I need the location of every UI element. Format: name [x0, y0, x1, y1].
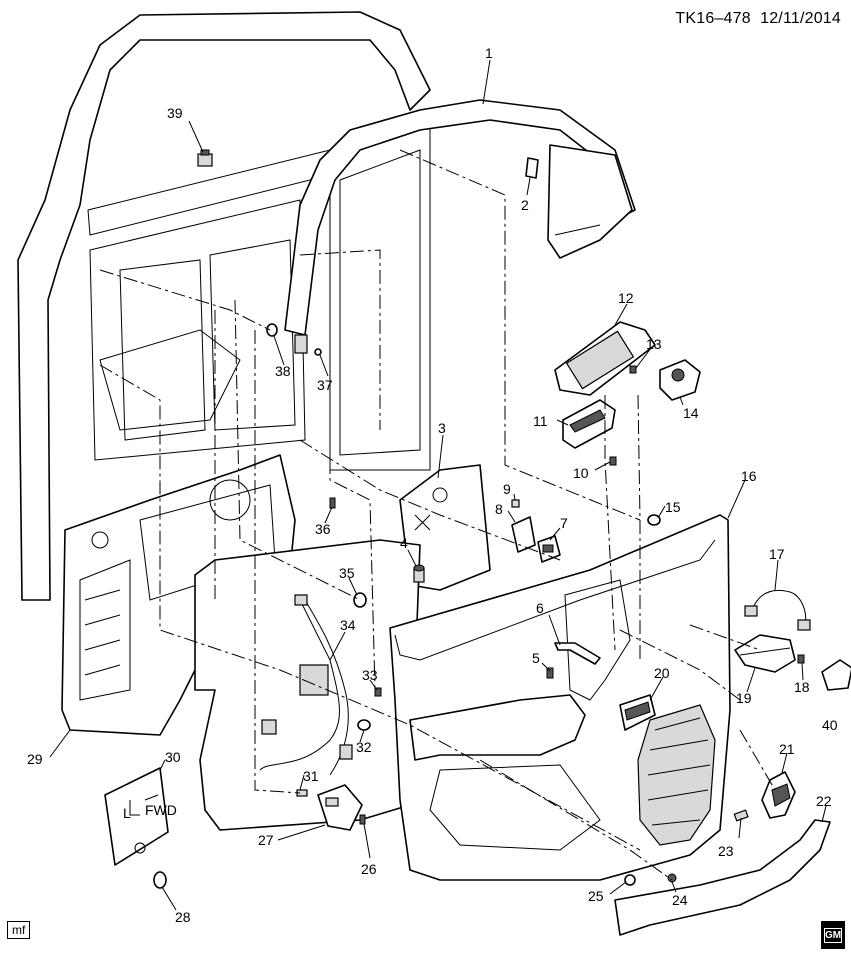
callout-2: 2 — [521, 197, 529, 213]
callout-9: 9 — [503, 481, 511, 497]
part-32-nut — [357, 719, 371, 731]
part-2-clip — [525, 157, 539, 179]
part-40-cover — [821, 659, 851, 691]
artist-tag: mf — [7, 921, 31, 939]
part-35-pin — [353, 592, 367, 608]
part-4-clip — [413, 564, 425, 583]
leader-lines — [49, 59, 827, 911]
part-1-upper-garnish — [284, 99, 636, 354]
callout-33: 33 — [362, 667, 378, 683]
callout-4: 4 — [400, 535, 408, 551]
part-10-clip — [609, 456, 617, 466]
callout-14: 14 — [683, 405, 699, 421]
callout-10: 10 — [573, 465, 589, 481]
part-25-fastener — [624, 874, 636, 886]
part-33-screw — [374, 687, 382, 697]
diagram-date: 12/11/2014 — [760, 10, 841, 27]
part-22-sill-trim — [614, 819, 831, 936]
callout-3: 3 — [438, 420, 446, 436]
callout-labels: 1 2 3 4 5 6 7 8 9 10 11 12 13 14 15 16 1… — [27, 45, 838, 925]
part-9-clip — [511, 499, 520, 508]
callout-21: 21 — [779, 741, 795, 757]
part-12-switch-bezel — [554, 321, 656, 396]
callout-17: 17 — [769, 546, 785, 562]
diagram-id-header: TK16–478 12/11/2014 — [675, 10, 841, 28]
callout-38: 38 — [275, 363, 291, 379]
part-34-wiring-harness — [259, 594, 353, 776]
callout-5: 5 — [532, 650, 540, 666]
callout-39: 39 — [167, 105, 183, 121]
diagram-id: TK16–478 — [675, 10, 751, 27]
callout-40: 40 — [822, 717, 838, 733]
assembly-lines — [99, 149, 776, 881]
part-5-screw — [546, 667, 554, 679]
part-13-screw — [629, 365, 637, 374]
part-14-mirror-switch — [659, 359, 701, 401]
callout-35: 35 — [339, 565, 355, 581]
callout-34: 34 — [340, 617, 356, 633]
part-28-screw — [153, 871, 167, 889]
callout-27: 27 — [258, 832, 274, 848]
callout-26: 26 — [361, 861, 377, 877]
gm-logo: GM — [821, 921, 845, 949]
part-8-bracket — [511, 516, 536, 553]
module-label-l: L — [123, 805, 131, 821]
gm-logo-mark: GM — [824, 927, 842, 943]
part-27-bracket — [317, 784, 363, 831]
callout-31: 31 — [303, 768, 319, 784]
callout-6: 6 — [536, 600, 544, 616]
callout-28: 28 — [175, 909, 191, 925]
part-19-inside-handle — [734, 634, 796, 673]
callout-16: 16 — [741, 468, 757, 484]
module-label-fwd: FWD — [145, 802, 177, 818]
callout-24: 24 — [672, 892, 688, 908]
callout-1: 1 — [485, 45, 493, 61]
part-17-harness — [744, 589, 811, 631]
callout-11: 11 — [533, 413, 548, 429]
part-30-control-module: L FWD — [104, 767, 177, 866]
callout-30: 30 — [165, 749, 181, 765]
part-15-nut — [647, 514, 661, 526]
callout-8: 8 — [495, 501, 503, 517]
callout-12: 12 — [618, 290, 634, 306]
callout-20: 20 — [654, 665, 670, 681]
callout-29: 29 — [27, 751, 43, 767]
callout-25: 25 — [588, 888, 604, 904]
callout-19: 19 — [736, 690, 752, 706]
part-16-door-trim-panel — [389, 514, 731, 881]
callout-36: 36 — [315, 521, 331, 537]
part-36-clip — [329, 497, 336, 509]
callout-37: 37 — [317, 377, 333, 393]
callout-7: 7 — [560, 515, 568, 531]
part-38-pin — [266, 323, 278, 337]
part-7-bracket — [537, 535, 561, 563]
part-6-pull-bezel — [554, 642, 601, 665]
part-29-inner-panel — [61, 454, 296, 736]
part-21-switch — [761, 771, 796, 819]
part-18-screw — [797, 654, 805, 664]
callout-13: 13 — [646, 336, 662, 352]
callout-22: 22 — [816, 793, 832, 809]
part-26-screw — [359, 814, 366, 825]
callout-32: 32 — [356, 739, 372, 755]
part-37-clip — [314, 348, 322, 356]
callout-15: 15 — [665, 499, 681, 515]
part-39-clip — [197, 149, 213, 167]
callout-18: 18 — [794, 679, 810, 695]
part-20-switch — [619, 694, 656, 731]
callout-23: 23 — [718, 843, 734, 859]
part-23-clip — [733, 809, 749, 822]
part-24-fastener — [667, 873, 677, 883]
part-11-window-switch — [562, 399, 616, 449]
